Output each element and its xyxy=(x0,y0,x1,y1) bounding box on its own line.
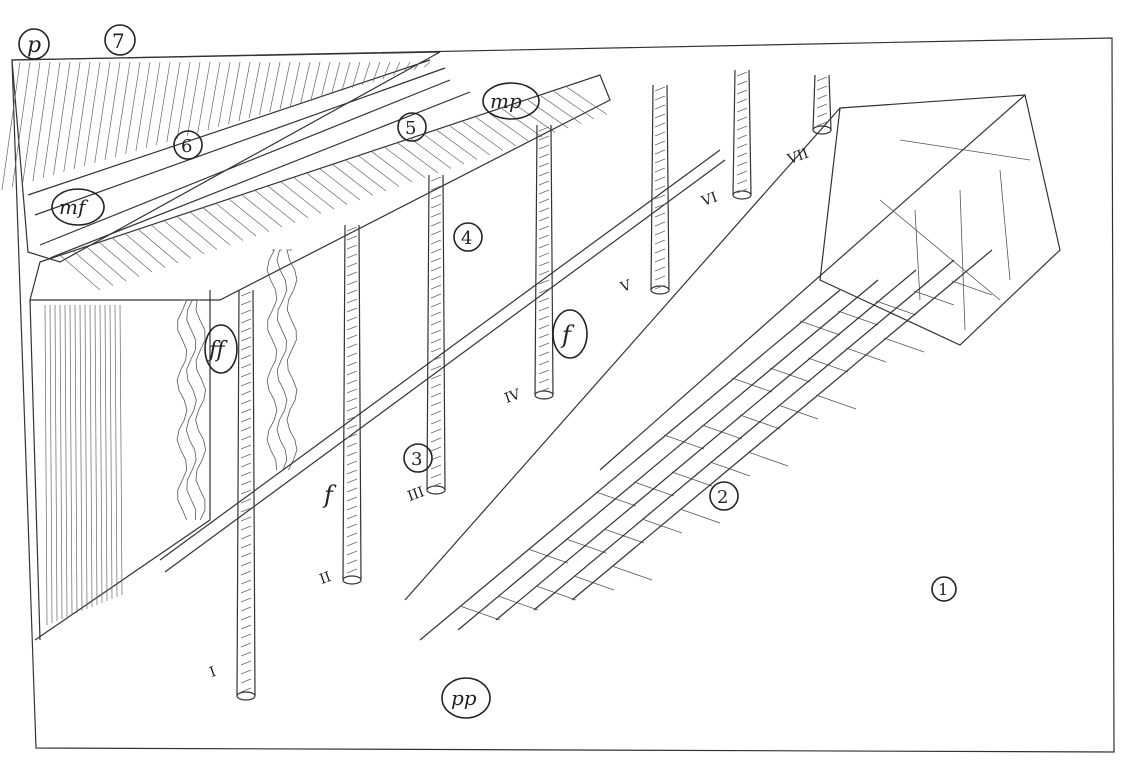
label-circle-ff xyxy=(204,324,238,374)
roman-III: III xyxy=(406,484,427,505)
label-circle-4 xyxy=(453,222,483,252)
label-mp: mp xyxy=(490,89,522,113)
label-4: 4 xyxy=(461,228,472,249)
label-circle-mp xyxy=(482,82,540,120)
left-wall xyxy=(29,290,211,641)
curtain-left xyxy=(176,299,207,521)
label-1: 1 xyxy=(938,580,948,599)
label-p: p xyxy=(27,33,41,58)
drawing-frame xyxy=(11,37,1115,753)
label-circle-6 xyxy=(173,130,203,160)
ceiling-slab xyxy=(29,74,611,301)
roman-V: V xyxy=(618,277,635,296)
label-circle-7 xyxy=(104,24,136,56)
label-circle-pp xyxy=(441,677,491,719)
annotations: p 7 6 5 4 3 2 1 mf mp ff f f pp I II III… xyxy=(18,24,957,719)
label-circle-3 xyxy=(403,443,433,473)
stair-block xyxy=(404,94,1061,601)
label-circle-5 xyxy=(397,112,427,142)
label-7: 7 xyxy=(112,29,125,53)
curtain-mid xyxy=(266,249,298,471)
label-3: 3 xyxy=(411,449,422,470)
label-f-circled: f xyxy=(560,321,575,349)
roof-structure xyxy=(1,51,471,263)
label-pp: pp xyxy=(451,686,477,710)
roman-IV: IV xyxy=(503,386,524,407)
roman-VI: VI xyxy=(699,190,720,211)
label-circle-1 xyxy=(931,576,957,602)
roman-VII: VII xyxy=(785,146,811,169)
label-circle-2 xyxy=(709,481,739,511)
label-mf: mf xyxy=(59,195,89,219)
label-2: 2 xyxy=(717,487,728,508)
label-circle-mf xyxy=(51,188,105,226)
label-circle-p xyxy=(18,28,50,60)
stairs xyxy=(419,249,993,641)
roman-I: I xyxy=(208,664,219,681)
label-6: 6 xyxy=(181,136,192,157)
colonnade-base xyxy=(159,149,726,573)
label-5: 5 xyxy=(405,118,416,139)
label-circle-f xyxy=(552,309,588,359)
label-ff: ff xyxy=(207,338,228,363)
label-f-plain: f xyxy=(322,481,337,509)
columns xyxy=(236,69,832,701)
roman-II: II xyxy=(318,569,334,588)
